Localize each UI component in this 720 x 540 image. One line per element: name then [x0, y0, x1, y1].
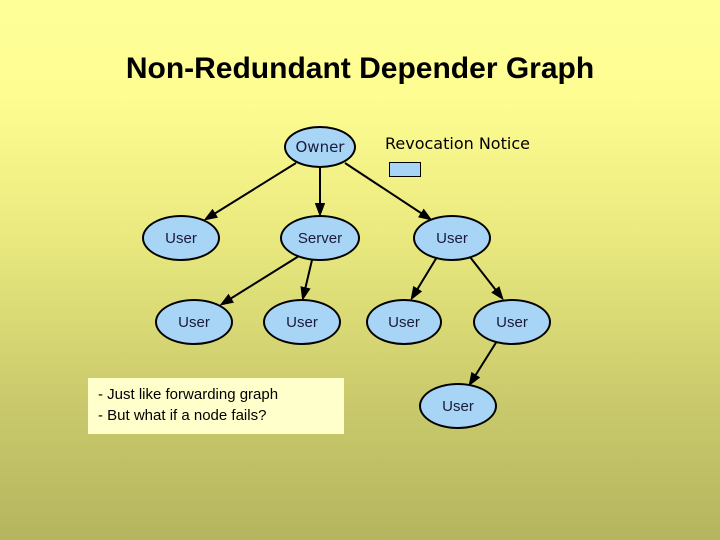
graph-edge-r2b-to-r3a [219, 255, 300, 306]
caption-box: - Just like forwarding graph - But what … [88, 378, 344, 434]
graph-edge-r2c-to-r3d [469, 256, 504, 301]
caption-line-2: - But what if a node fails? [98, 407, 267, 424]
legend-label: Revocation Notice [385, 134, 530, 153]
graph-edge-r2b-to-r3b [300, 259, 313, 301]
graph-node-user-r4a[interactable]: User [419, 383, 497, 429]
graph-edge-owner-to-r2c [344, 162, 433, 221]
page-title: Non-Redundant Depender Graph [125, 52, 595, 85]
graph-node-user-r2c[interactable]: User [413, 215, 491, 261]
caption-line-1: - Just like forwarding graph [98, 386, 279, 403]
graph-node-user-r3d[interactable]: User [473, 299, 551, 345]
node-label: Server [297, 229, 343, 247]
node-label: User [286, 313, 318, 331]
edge-group [203, 162, 504, 387]
graph-edge-owner-to-r2a [203, 162, 297, 221]
node-label: User [165, 229, 197, 247]
graph-node-owner[interactable]: Owner [284, 126, 356, 168]
graph-edge-r3d-to-r4a [468, 340, 498, 387]
node-label: User [496, 313, 528, 331]
graph-node-user-r2a[interactable]: User [142, 215, 220, 261]
node-label: Owner [295, 137, 345, 156]
legend-swatch [389, 162, 421, 177]
graph-node-user-r3a[interactable]: User [155, 299, 233, 345]
graph-node-user-r3b[interactable]: User [263, 299, 341, 345]
node-label: User [178, 313, 210, 331]
node-label: User [442, 397, 474, 415]
node-label: User [388, 313, 420, 331]
node-label: User [436, 229, 468, 247]
graph-node-server[interactable]: Server [280, 215, 360, 261]
graph-edge-r2c-to-r3c [410, 256, 438, 301]
graph-node-user-r3c[interactable]: User [366, 299, 442, 345]
